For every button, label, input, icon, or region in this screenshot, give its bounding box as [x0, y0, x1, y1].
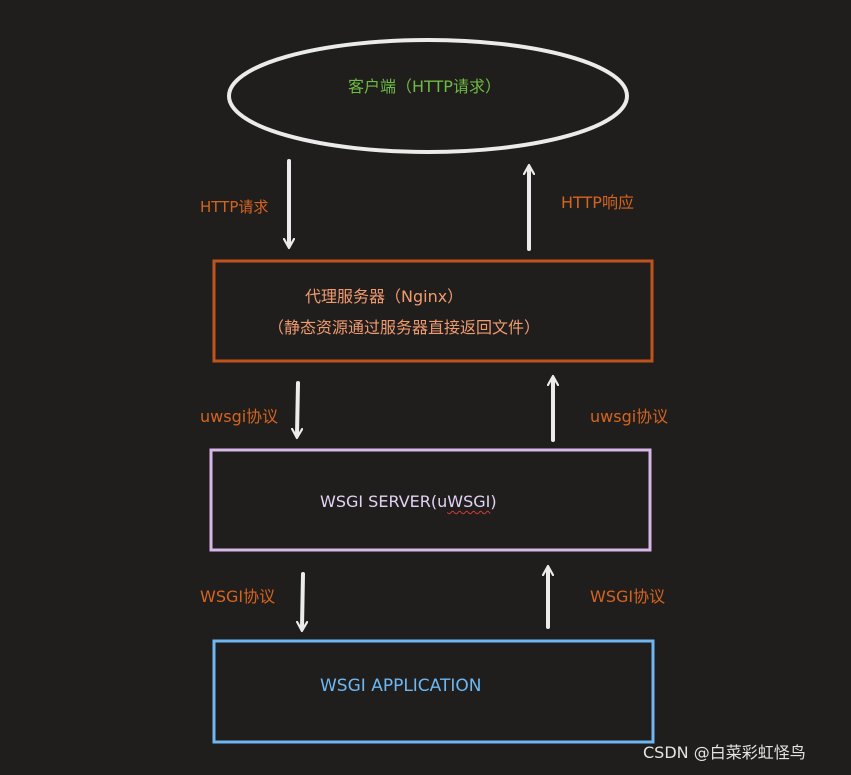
- proxy-title: 代理服务器（Nginx）: [305, 287, 464, 306]
- wsgi-server-box: [209, 448, 652, 552]
- wsgi-server-label-prefix: WSGI SERVER(u: [320, 492, 448, 511]
- client-label: 客户端（HTTP请求）: [348, 77, 501, 96]
- wsgi-server-label-squiggle: WSGI: [447, 492, 491, 511]
- watermark: CSDN @白菜彩虹怪鸟: [643, 743, 806, 762]
- wsgi-down-arrow: [302, 572, 303, 627]
- wsgi-server-label-suffix: ): [490, 492, 497, 511]
- wsgi-application-label: WSGI APPLICATION: [320, 676, 482, 696]
- proxy-subtitle: （静态资源通过服务器直接返回文件）: [268, 318, 541, 337]
- uwsgi-down-label: uwsgi协议: [200, 407, 279, 426]
- wsgi-up-label: WSGI协议: [590, 587, 666, 606]
- uwsgi-down-arrow: [297, 381, 298, 434]
- http-request-label: HTTP请求: [200, 198, 269, 216]
- http-response-label: HTTP响应: [561, 193, 634, 212]
- wsgi-application-box: [212, 639, 655, 744]
- client-ellipse: [227, 38, 629, 154]
- wsgi-server-label: WSGI SERVER(uWSGI): [320, 494, 497, 510]
- wsgi-down-label: WSGI协议: [200, 587, 276, 606]
- proxy-server-box: [212, 259, 654, 363]
- uwsgi-up-label: uwsgi协议: [590, 407, 669, 426]
